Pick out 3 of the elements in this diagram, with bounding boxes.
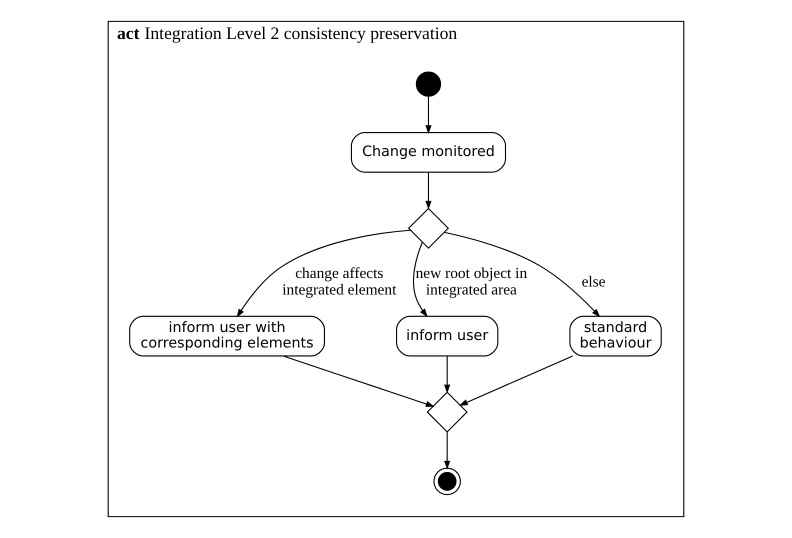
edge-label: change affects integrated element [282, 265, 396, 299]
edge-label: else [582, 273, 606, 290]
edge-label: new root object in integrated area [416, 265, 528, 299]
